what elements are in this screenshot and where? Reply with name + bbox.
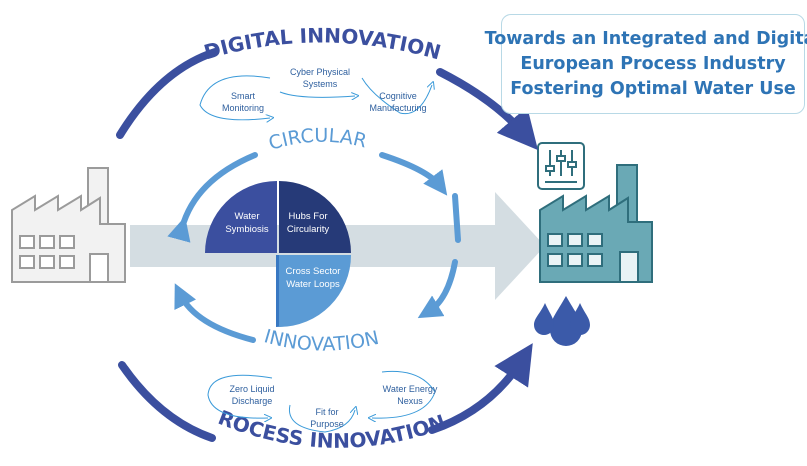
water-energy-line1: Water Energy [383, 384, 438, 394]
quadrant-tl-line1: Water [235, 211, 260, 222]
quadrant-tr-line1: Hubs For [288, 211, 327, 222]
circular-innovation-ring [167, 152, 461, 343]
sliders-icon [537, 142, 585, 190]
quadrant-tl-line2: Symbiosis [225, 224, 269, 235]
zero-liquid-line2: Discharge [232, 396, 273, 406]
quadrant-alternative-sources [279, 255, 351, 327]
water-energy-line2: Nexus [397, 396, 423, 406]
digital-innovation-label: DIGITAL INNOVATION [201, 23, 443, 64]
quadrant-bl-line1: Cross Sector [286, 266, 341, 277]
cognitive-manufacturing-line1: Cognitive [379, 91, 417, 101]
quadrant-br-line2: Water [361, 279, 386, 290]
digital-cycle-arrows [199, 75, 432, 120]
digital-innovation-arc [116, 48, 539, 151]
water-drops-icon [534, 296, 590, 346]
fit-purpose-line2: Purpose [310, 419, 344, 429]
zero-liquid-line1: Zero Liquid [229, 384, 274, 394]
quadrant-bl-line2: Water Loops [286, 279, 340, 290]
process-cycle-arrows [207, 370, 436, 433]
title-line-2: European Process Industry [520, 53, 786, 74]
factory-teal-icon [539, 164, 653, 283]
smart-monitoring-line1: Smart [231, 91, 256, 101]
cognitive-manufacturing-line2: Manufacturing [369, 103, 426, 113]
title-line-3: Fostering Optimal Water Use [510, 78, 796, 99]
quadrant-water-symbiosis [205, 181, 277, 253]
quadrant-br-line3: Sources [356, 292, 391, 303]
title-box: Towards an Integrated and Digital Europe… [485, 14, 807, 114]
innovation-label: INNOVATION [262, 325, 381, 355]
title-line-1: Towards an Integrated and Digital [484, 28, 807, 49]
cyber-physical-line2: Systems [303, 79, 338, 89]
quadrant-hubs-circularity [279, 181, 351, 253]
quadrant-br-line1: Alternative [351, 266, 396, 277]
quadrant-tr-line2: Circularity [287, 224, 329, 235]
cyber-physical-line1: Cyber Physical [290, 67, 350, 77]
process-innovation-arc [118, 343, 533, 442]
circular-quadrants [205, 181, 351, 327]
smart-monitoring-line2: Monitoring [222, 103, 264, 113]
circular-label: CIRCULAR [266, 125, 369, 155]
fit-purpose-line1: Fit for [315, 407, 338, 417]
factory-grey-icon [11, 167, 126, 283]
